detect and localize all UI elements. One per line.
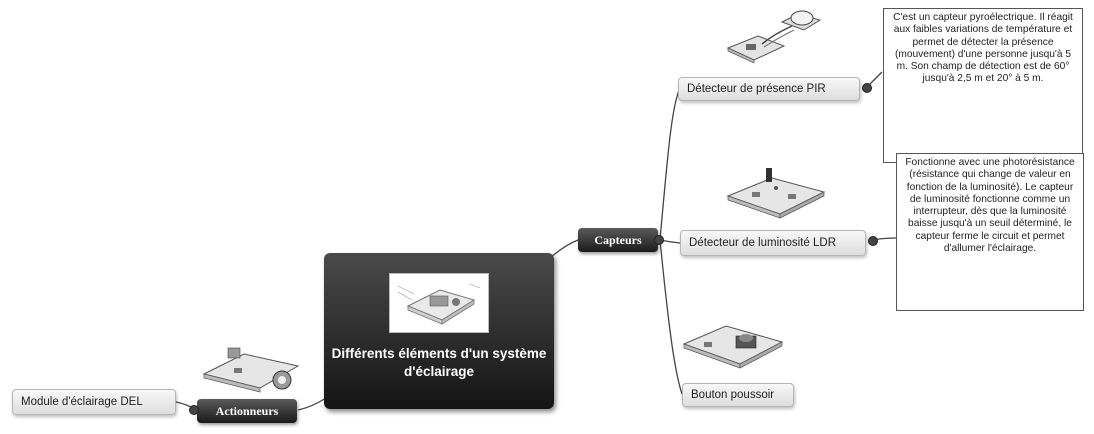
- actionneurs-node[interactable]: Actionneurs: [197, 399, 297, 423]
- capteurs-node[interactable]: Capteurs: [578, 228, 658, 252]
- central-node[interactable]: Différents éléments d'un système d'éclai…: [324, 253, 554, 409]
- sensor-pir-note: C'est un capteur pyroélectrique. Il réag…: [883, 8, 1083, 163]
- sensor-pir-knob[interactable]: [862, 83, 872, 93]
- actuator-led-node[interactable]: Module d'éclairage DEL: [12, 389, 176, 415]
- sensor-pir-node[interactable]: Détecteur de présence PIR: [678, 77, 860, 101]
- capteurs-collapse-knob[interactable]: [654, 235, 664, 245]
- push-button-board-icon: [682, 325, 784, 369]
- link-central-capteurs: [549, 239, 579, 259]
- central-image: [389, 273, 489, 333]
- sensor-ldr-knob[interactable]: [868, 236, 878, 246]
- led-module-board-icon: [202, 347, 300, 393]
- link-central-actionneurs: [297, 397, 327, 411]
- actuator-led-label: Module d'éclairage DEL: [21, 396, 143, 408]
- actionneurs-label: Actionneurs: [215, 404, 279, 418]
- sensor-ldr-note: Fonctionne avec une photorésistance (rés…: [896, 153, 1084, 311]
- pir-sensor-board-icon: [726, 10, 822, 64]
- sensor-button-node[interactable]: Bouton poussoir: [682, 383, 794, 407]
- circuit-board-photo-icon: [397, 283, 481, 325]
- capteurs-label: Capteurs: [594, 233, 642, 247]
- sensor-button-label: Bouton poussoir: [691, 389, 775, 401]
- link-capteurs-bouton: [659, 239, 683, 395]
- sensor-pir-label: Détecteur de présence PIR: [687, 83, 826, 95]
- ldr-sensor-board-icon: [726, 168, 826, 219]
- sensor-ldr-label: Détecteur de luminosité LDR: [689, 237, 837, 249]
- actionneurs-collapse-knob[interactable]: [189, 405, 199, 415]
- link-capteurs-pir: [659, 87, 681, 241]
- sensor-ldr-node[interactable]: Détecteur de luminosité LDR: [680, 230, 866, 256]
- central-title: Différents éléments d'un système d'éclai…: [331, 346, 547, 379]
